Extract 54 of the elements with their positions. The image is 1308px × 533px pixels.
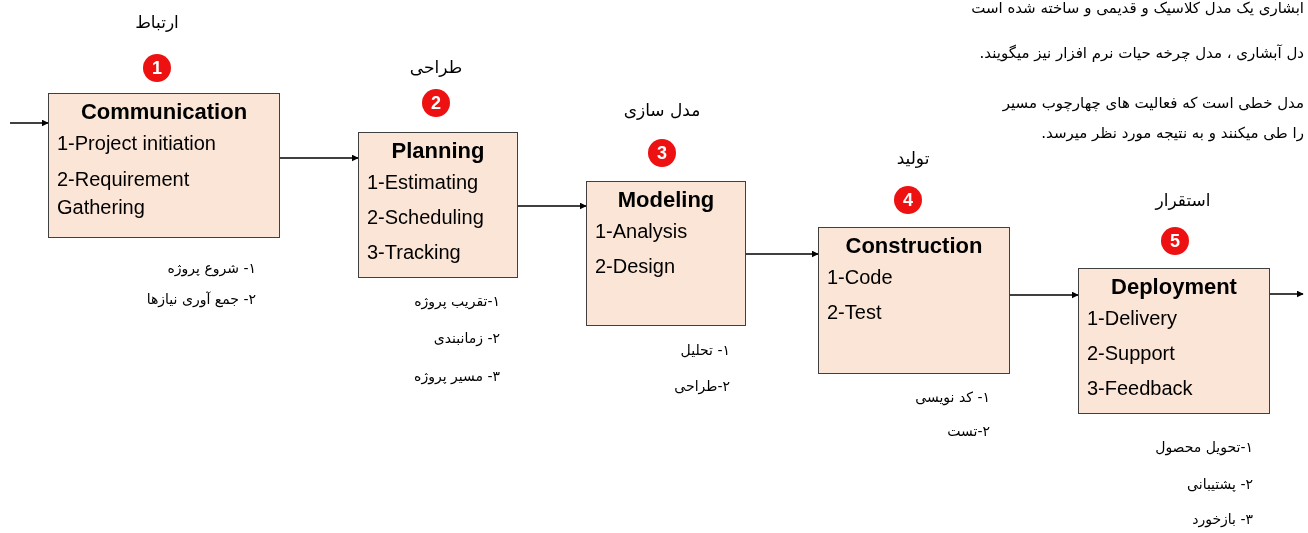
task-item: 2-Requirement Gathering	[57, 167, 191, 220]
task-caption: ۲- پشتیبانی	[1187, 476, 1253, 492]
task-item: 2-Scheduling	[367, 205, 485, 230]
task-item: 2-Design	[595, 254, 677, 279]
arrow	[745, 250, 819, 258]
note-text: را طی میکنند و به نتیجه مورد نظر میرسد.	[1041, 124, 1304, 142]
task-item: 3-Feedback	[1087, 376, 1194, 401]
task-caption: ۱-تحویل محصول	[1155, 439, 1253, 455]
arrow	[517, 202, 587, 210]
stage-title: Communication	[79, 98, 249, 126]
note-text: مدل خطی است که فعالیت های چهارچوب مسیر	[1002, 94, 1304, 112]
task-item: 1-Estimating	[367, 170, 480, 195]
number-badge: 4	[894, 186, 922, 214]
task-item: 1-Analysis	[595, 219, 689, 244]
number-badge: 5	[1161, 227, 1189, 255]
note-text: ابشاری یک مدل کلاسیک و قدیمی و ساخته شده است	[971, 0, 1304, 17]
arrow	[1009, 291, 1079, 299]
arrow	[1269, 290, 1304, 298]
task-item: 1-Code	[827, 265, 894, 290]
number-badge: 1	[143, 54, 171, 82]
task-item: 1-Delivery	[1087, 306, 1179, 331]
process-box	[48, 93, 280, 238]
task-caption: ۱- تحلیل	[680, 342, 730, 358]
task-item: 2-Test	[827, 300, 883, 325]
process-box	[586, 181, 746, 326]
stage-caption: طراحی	[409, 57, 463, 77]
number-badge: 3	[648, 139, 676, 167]
arrow	[9, 119, 49, 127]
process-box	[358, 132, 518, 278]
task-caption: ۱-تقریب پروژه	[414, 293, 500, 309]
task-caption: ۱- کد نویسی	[915, 389, 990, 405]
task-item: 3-Tracking	[367, 240, 462, 265]
note-text: دل آبشاری ، مدل چرخه حیات نرم افزار نیز میگویند.	[979, 44, 1304, 62]
stage-title: Construction	[844, 232, 984, 260]
task-item: 2-Support	[1087, 341, 1176, 366]
task-caption: ۲-طراحی	[674, 378, 730, 394]
stage-caption: استقرار	[1155, 190, 1211, 210]
process-box	[1078, 268, 1270, 414]
stage-caption: تولید	[896, 148, 930, 168]
task-caption: ۲-تست	[947, 423, 990, 439]
task-item: 1-Project initiation	[57, 131, 217, 156]
process-box	[818, 227, 1010, 374]
stage-title: Planning	[390, 137, 486, 165]
task-caption: ۳- مسیر پروژه	[414, 368, 500, 384]
stage-title: Modeling	[616, 186, 716, 214]
number-badge: 2	[422, 89, 450, 117]
task-caption: ۱- شروع پروژه	[167, 260, 256, 276]
task-caption: ۲- جمع آوری نیازها	[146, 291, 256, 307]
task-caption: ۳- بازخورد	[1192, 511, 1253, 527]
stage-title: Deployment	[1110, 273, 1238, 301]
stage-caption: مدل سازی	[623, 100, 701, 120]
stage-caption: ارتباط	[135, 12, 179, 32]
arrow	[279, 154, 359, 162]
task-caption: ۲- زمانبندی	[433, 330, 500, 346]
